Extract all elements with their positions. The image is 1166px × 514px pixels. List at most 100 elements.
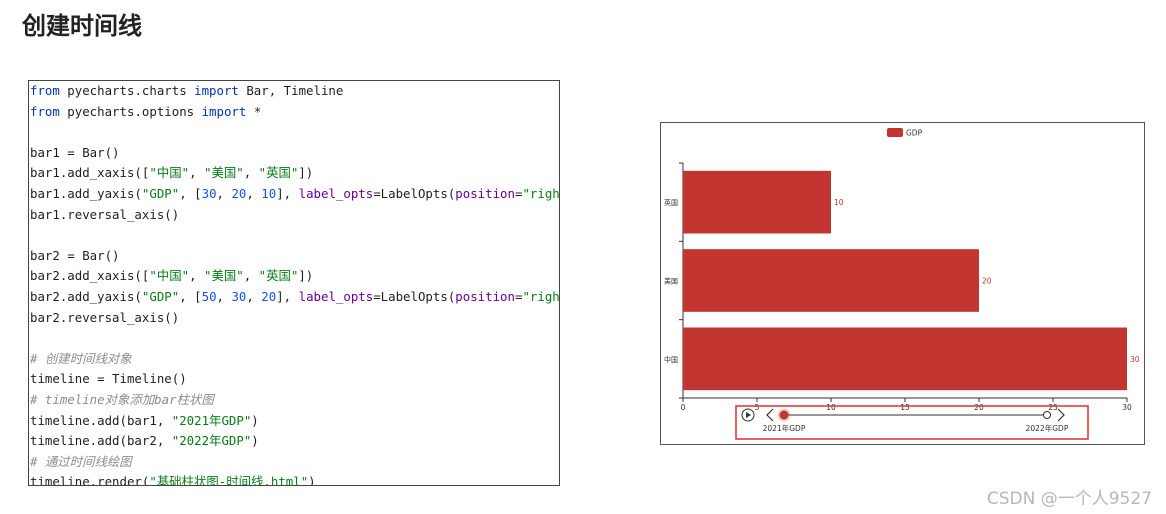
code-token: , [ [179, 185, 202, 201]
watermark: CSDN @一个人9527 [986, 489, 1152, 509]
x-tick-label: 5 [755, 403, 760, 412]
timeline-highlight-box [735, 405, 1089, 440]
code-token: = [514, 185, 523, 201]
code-token: =LabelOpts( [373, 288, 456, 304]
code-token: "GDP" [141, 288, 180, 304]
code-token: 10 [261, 185, 277, 201]
play-button[interactable] [741, 408, 755, 422]
code-token: bar2 = Bar() [30, 247, 120, 263]
code-token: ], [276, 288, 299, 304]
code-token: * [246, 103, 262, 119]
code-token: , [ [179, 288, 202, 304]
code-line: # timeline对象添加bar柱状图 [30, 390, 559, 411]
code-line: bar1.add_yaxis("GDP", [30, 20, 10], labe… [30, 184, 559, 205]
code-line: timeline = Timeline() [30, 369, 559, 390]
code-token: pyecharts.charts [59, 83, 195, 98]
code-line: from pyecharts.options import * [30, 102, 559, 123]
code-token: bar2.add_yaxis( [30, 288, 142, 304]
code-token: position [455, 185, 515, 201]
code-token: ]) [298, 268, 314, 284]
code-token: "英国" [258, 268, 299, 284]
code-token: "right" [522, 288, 560, 304]
code-line: timeline.add(bar2, "2022年GDP") [30, 431, 559, 452]
bar-value-label: 10 [834, 198, 844, 207]
code-token: "GDP" [141, 185, 180, 201]
code-token: , [216, 288, 232, 304]
x-tick-label: 20 [974, 403, 984, 412]
code-token: ) [251, 433, 259, 449]
code-line: bar2.add_yaxis("GDP", [50, 30, 20], labe… [30, 287, 559, 308]
play-triangle-icon[interactable] [746, 412, 751, 418]
code-token: ]) [298, 165, 314, 181]
y-tick-label: 美国 [664, 277, 678, 286]
bar-value-label: 20 [982, 277, 992, 286]
code-token: bar2.add_xaxis([ [30, 268, 150, 284]
code-token: bar2.reversal_axis() [30, 309, 180, 325]
code-panel: from pyecharts.charts import Bar, Timeli… [28, 80, 560, 486]
code-token: timeline.add(bar2, [30, 433, 172, 449]
code-line: ​ [30, 122, 559, 143]
timeline-point-label[interactable]: 2021年GDP [763, 423, 806, 433]
code-token: bar1.add_yaxis( [30, 185, 142, 201]
code-token: , [189, 268, 204, 284]
code-token: label_opts [298, 288, 374, 304]
next-chevron-icon[interactable] [1057, 408, 1065, 422]
code-token: "基础柱状图-时间线.html" [149, 474, 309, 486]
code-line: bar1.add_xaxis(["中国", "美国", "英国"]) [30, 163, 559, 184]
code-token: bar1.add_xaxis([ [30, 165, 150, 181]
bar [683, 327, 1127, 391]
timeline-point-label[interactable]: 2022年GDP [1026, 423, 1069, 433]
code-token: ) [251, 412, 259, 428]
code-token: , [189, 165, 204, 181]
code-token: = [514, 288, 523, 304]
code-line: from pyecharts.charts import Bar, Timeli… [30, 81, 559, 102]
timeline-point[interactable] [1043, 411, 1051, 419]
code-token: , [243, 268, 259, 284]
code-line: timeline.add(bar1, "2021年GDP") [30, 411, 559, 432]
x-tick-label: 0 [681, 403, 686, 412]
code-line: bar2 = Bar() [30, 246, 559, 267]
code-token: import [194, 83, 239, 98]
code-token: , [243, 165, 259, 181]
code-token: bar1 = Bar() [30, 144, 120, 160]
code-token: import [201, 103, 247, 119]
code-token: "美国" [203, 268, 244, 284]
prev-chevron-icon[interactable] [766, 408, 774, 422]
y-tick-label: 中国 [664, 355, 678, 364]
code-token: "美国" [203, 165, 244, 181]
code-token: "中国" [149, 165, 190, 181]
code-token: position [455, 288, 515, 304]
code-token: 30 [231, 288, 247, 304]
code-token: , [216, 185, 232, 201]
code-line: bar2.add_xaxis(["中国", "美国", "英国"]) [30, 266, 559, 287]
code-token: label_opts [298, 185, 374, 201]
code-token: ) [308, 474, 316, 486]
x-tick-label: 10 [826, 403, 836, 412]
code-token: bar1.reversal_axis() [30, 206, 180, 222]
code-line: ​ [30, 328, 559, 349]
code-line: bar1.reversal_axis() [30, 205, 559, 226]
page-title: 创建时间线 [22, 12, 142, 40]
code-line: bar2.reversal_axis() [30, 308, 559, 329]
code-token: =LabelOpts( [373, 185, 456, 201]
code-token: 20 [261, 288, 277, 304]
x-tick-label: 25 [1048, 403, 1058, 412]
code-token: 50 [201, 288, 217, 304]
code-line: timeline.render("基础柱状图-时间线.html") [30, 472, 559, 486]
code-token: , [246, 288, 262, 304]
code-token: timeline = Timeline() [30, 371, 187, 387]
code-line: ​ [30, 225, 559, 246]
code-token: from [30, 83, 60, 98]
code-token: , [246, 185, 262, 201]
code-token: timeline.render( [30, 474, 150, 486]
code-token: "2021年GDP" [171, 412, 252, 428]
code-token: from [30, 103, 60, 119]
code-token: "英国" [258, 165, 299, 181]
code-token: timeline.add(bar1, [30, 412, 172, 428]
code-token: 20 [231, 185, 247, 201]
timeline-point[interactable] [779, 410, 789, 420]
code-line: # 创建时间线对象 [30, 349, 559, 370]
code-token: # 创建时间线对象 [30, 350, 132, 366]
x-tick-label: 30 [1122, 403, 1132, 412]
